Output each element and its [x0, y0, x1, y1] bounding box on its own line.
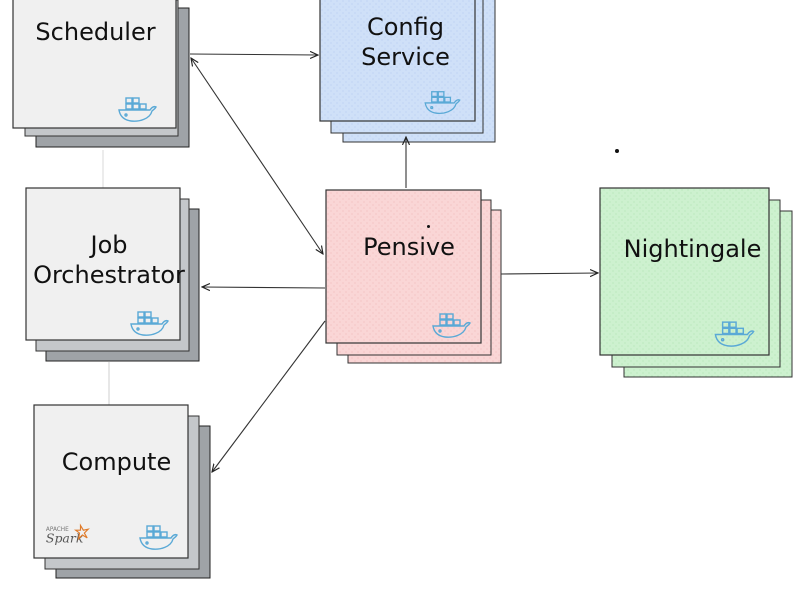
edges	[189, 54, 598, 472]
nightingale-node[interactable]	[599, 187, 793, 378]
edge-scheduler-pensive	[191, 58, 323, 254]
config-label-line-1: Config	[366, 13, 444, 41]
job-orchestrator-node[interactable]	[25, 187, 200, 362]
config-service-node[interactable]	[319, 0, 496, 143]
job-orchestrator-label: Job Orchestrator	[14, 230, 204, 290]
pensive-label-text: Pensive	[363, 233, 455, 261]
orchestrator-label-line-1: Job	[90, 231, 128, 259]
nightingale-label: Nightingale	[600, 234, 785, 264]
edge-pensive-nightingale	[500, 273, 598, 274]
edge-scheduler-config	[189, 54, 318, 55]
scheduler-label-text: Scheduler	[35, 18, 156, 46]
orchestrator-label-line-2: Orchestrator	[33, 261, 185, 289]
stray-dot	[615, 149, 619, 153]
spark-logo-icon	[45, 524, 89, 547]
stray-dot	[427, 225, 430, 228]
compute-label: Compute	[34, 447, 199, 477]
edge-pensive-orchestrator	[202, 287, 326, 288]
config-service-label: Config Service	[318, 12, 493, 72]
pensive-label: Pensive	[326, 232, 492, 262]
config-label-line-2: Service	[361, 43, 450, 71]
nightingale-label-text: Nightingale	[623, 235, 762, 263]
scheduler-node[interactable]	[12, 0, 190, 148]
scheduler-label: Scheduler	[13, 17, 178, 47]
pensive-node[interactable]	[325, 189, 502, 364]
compute-node[interactable]	[33, 404, 211, 579]
compute-label-text: Compute	[61, 448, 172, 476]
edge-pensive-compute	[212, 320, 326, 472]
